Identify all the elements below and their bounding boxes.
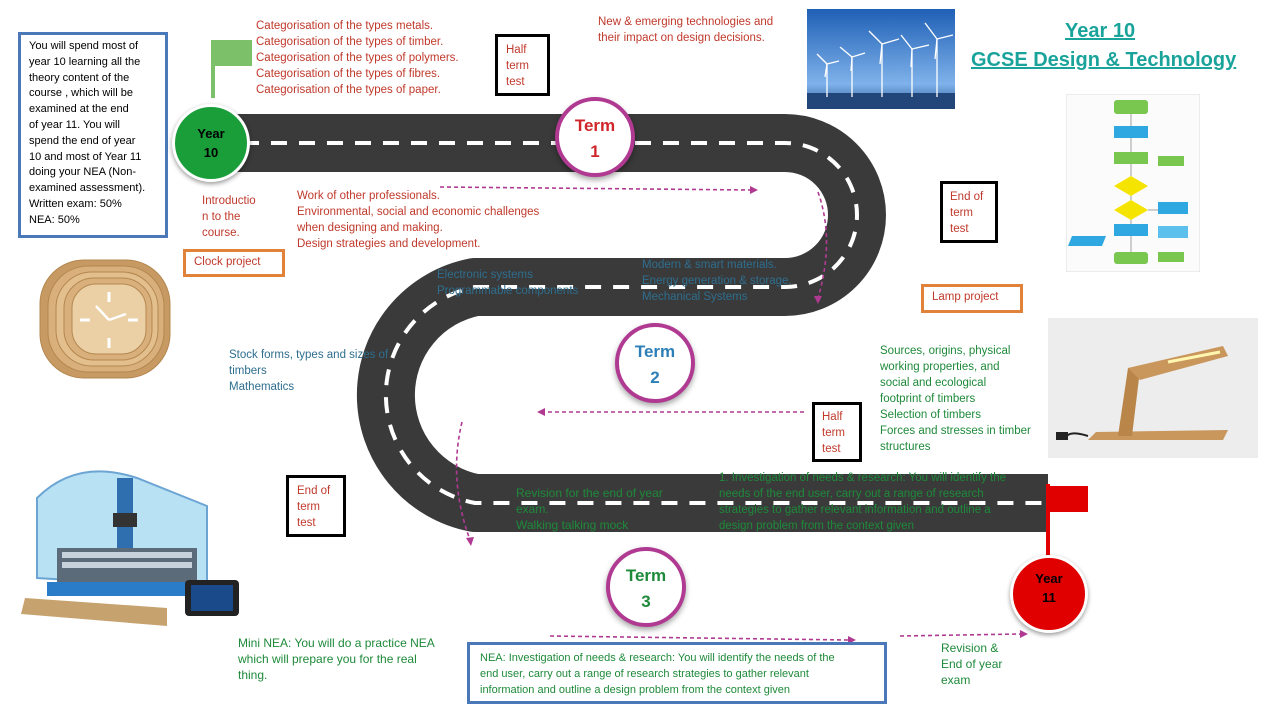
term1-label: Term [574,116,616,135]
wooden-clock-image [39,259,171,379]
half-term-test-1: Half term test [495,34,550,96]
intro-box: You will spend most of year 10 learning … [18,32,168,238]
year10-start-marker: Year 10 [172,104,250,182]
half-term-test-2: Half term test [812,402,862,462]
note-revision-end: Revision & End of year exam [941,641,1003,687]
note-mini-nea: Mini NEA: You will do a practice NEA whi… [238,636,435,682]
flowchart-image [1066,94,1200,272]
term2-label: Term [634,342,676,361]
note-emerging-tech: New & emerging technologies and their im… [598,16,774,44]
note-stock-forms: Stock forms, types and sizes of timbers … [229,349,389,393]
note-introduction: Introductio n to the course. [202,195,256,239]
note-timber-sources: Sources, origins, physical working prope… [880,345,1031,453]
note-electronic: Electronic systems Programmable componen… [437,269,579,297]
note-revision-exam: Revision for the end of year exam. Walki… [516,486,663,532]
year10-number: 10 [203,145,219,160]
wind-turbines-image [807,9,955,109]
nea-box: NEA: Investigation of needs & research: … [467,642,887,704]
note-categorisation: Categorisation of the types metals. Cate… [256,20,459,96]
end-of-term-test-1: End of term test [940,181,998,243]
term1-number: 1 [590,142,600,161]
lamp-project-box: Lamp project [921,284,1023,313]
end-of-term-test-2: End of term test [286,475,346,537]
year11-number: 11 [1042,590,1056,605]
term1-marker: Term 1 [555,97,635,177]
note-professionals: Work of other professionals. Environment… [297,190,540,250]
term3-label: Term [625,566,667,585]
page-title-subject: GCSE Design & Technology [971,49,1237,71]
year11-label: Year [1035,571,1063,586]
note-investigation: 1. Investigation of needs & research: Yo… [719,472,1007,532]
year11-end-marker: Year 11 [1010,555,1088,633]
term3-marker: Term 3 [606,547,686,627]
desk-lamp-image [1048,318,1258,458]
term2-marker: Term 2 [615,323,695,403]
cnc-machine-image [17,458,249,628]
term3-number: 3 [641,592,651,611]
note-modern-materials: Modern & smart materials. Energy generat… [642,259,792,303]
clock-project-box: Clock project [183,249,285,277]
year10-label: Year [197,126,225,141]
page-title-year: Year 10 [1065,20,1136,42]
term2-number: 2 [650,368,660,387]
